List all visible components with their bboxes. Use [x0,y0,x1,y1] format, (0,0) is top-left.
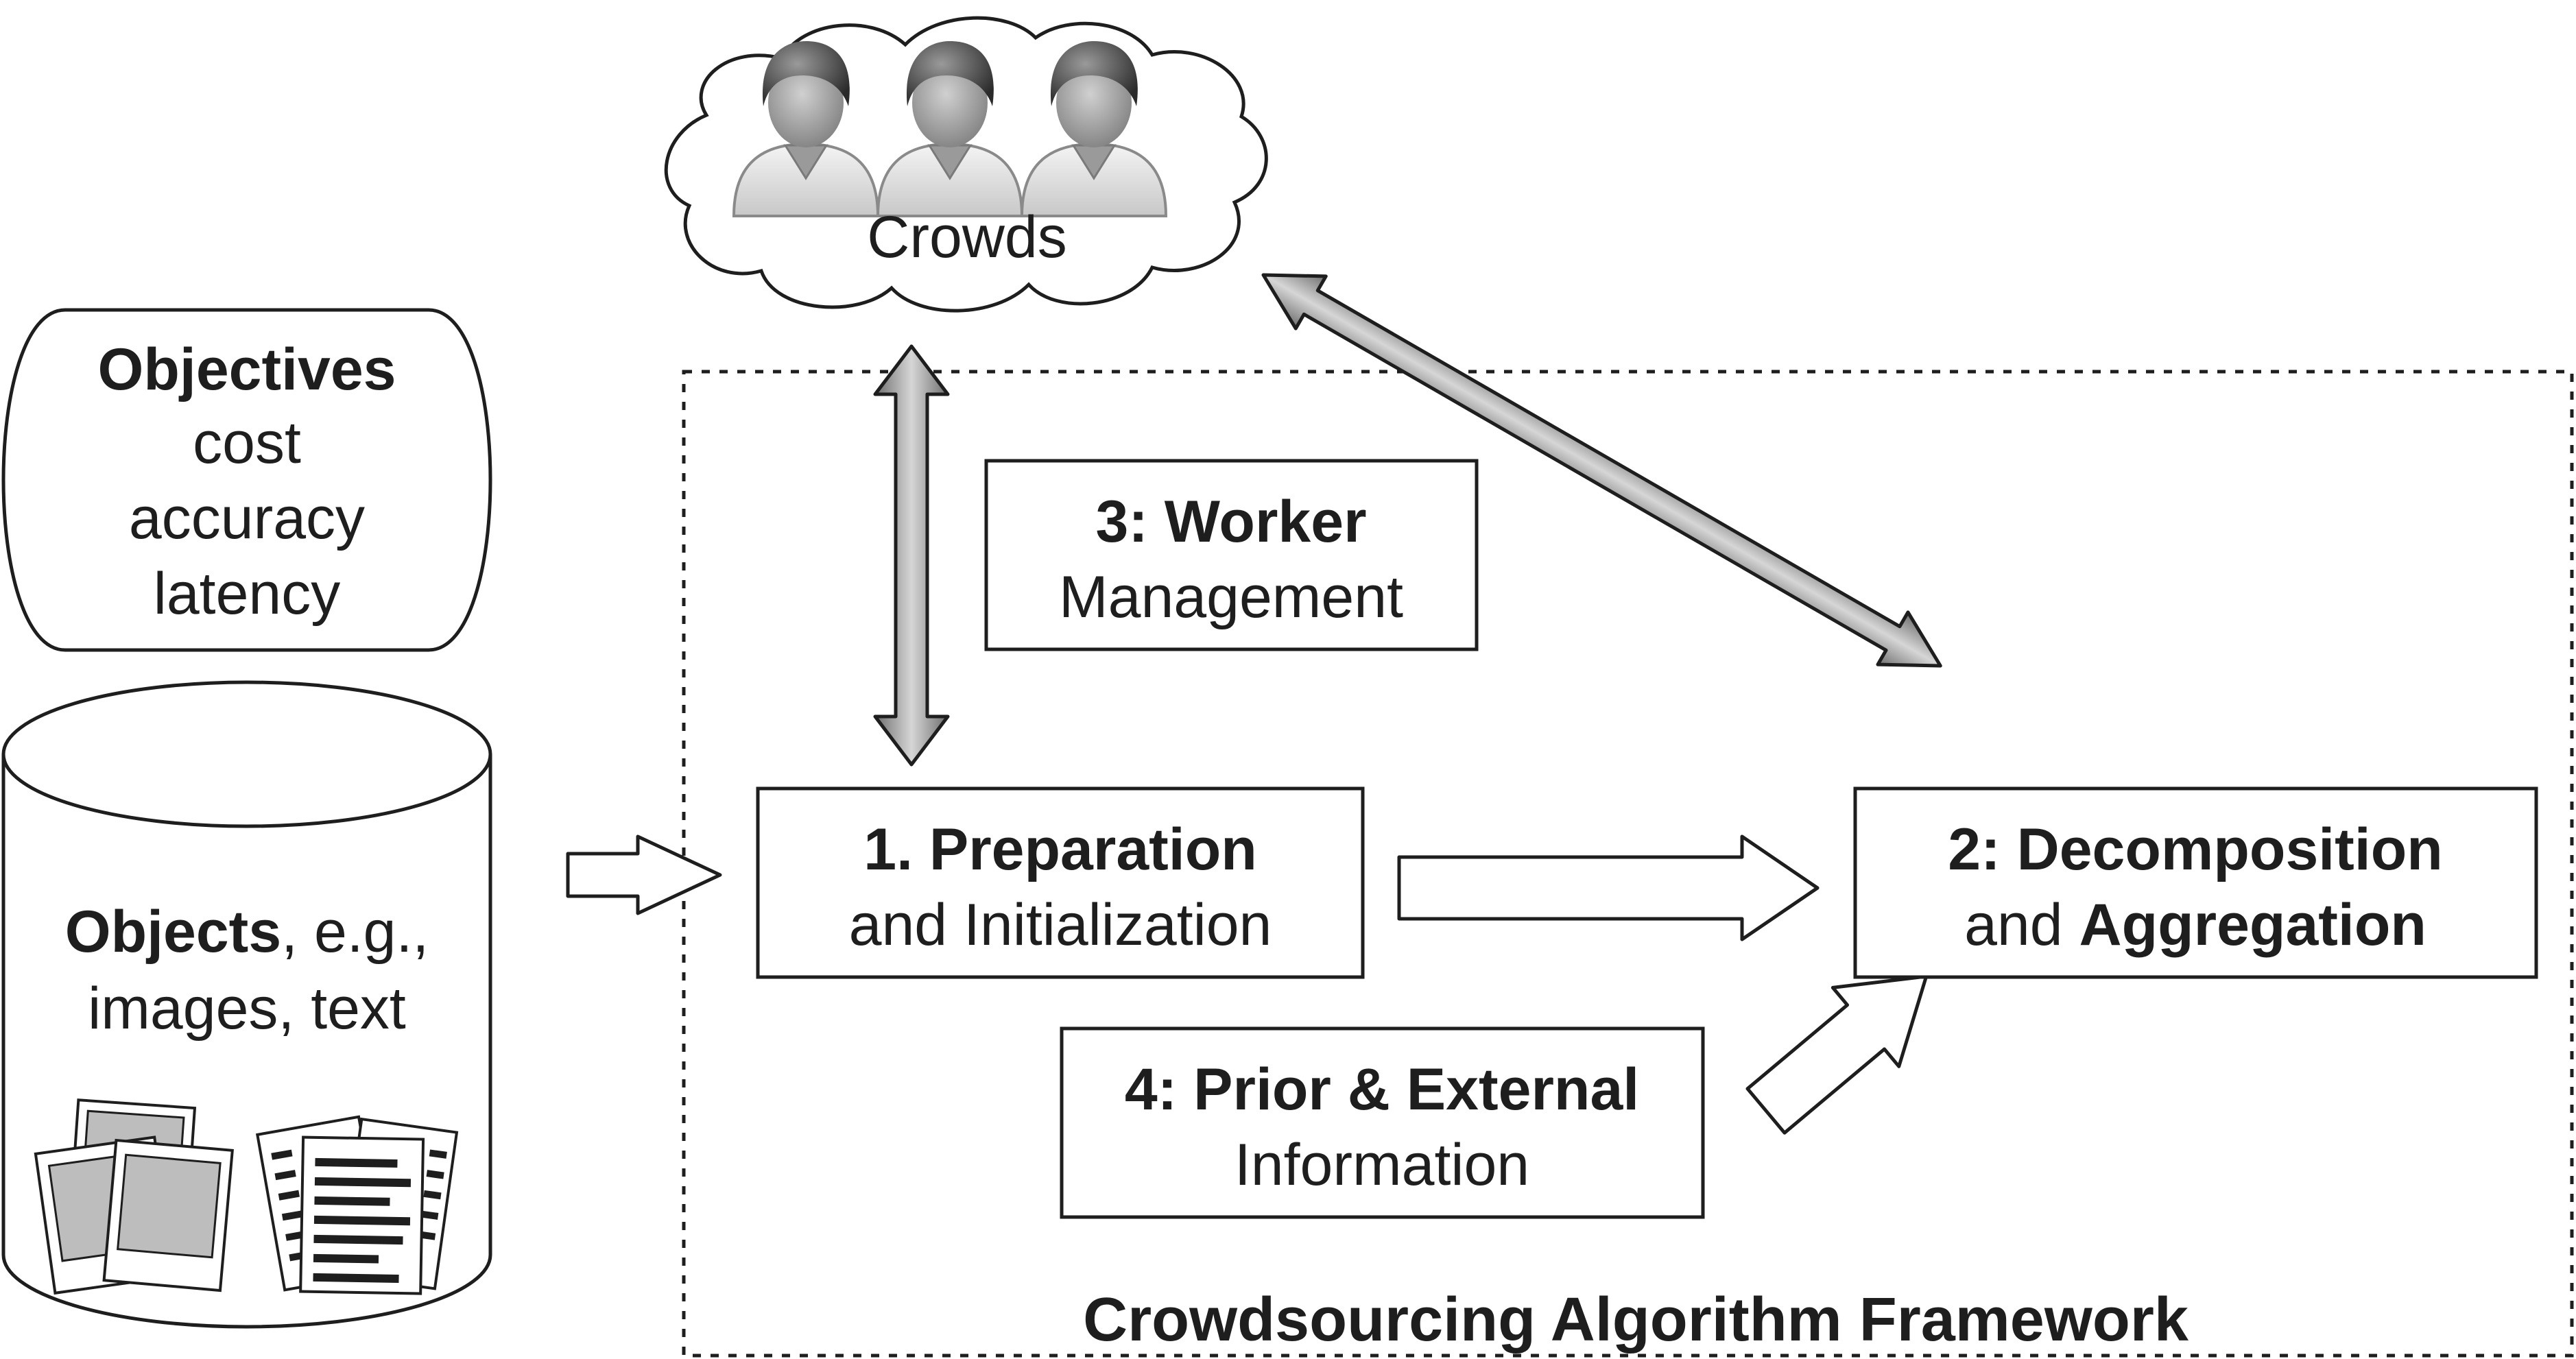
crowds-cloud: Crowds [664,16,1268,313]
objects-line1: Objects, e.g., [65,899,429,965]
objective-cost: cost [193,410,301,476]
framework-label: Crowdsourcing Algorithm Framework [1083,1286,2189,1354]
preparation-subtitle: and Initialization [849,892,1272,958]
decomposition-title: 2: Decomposition [1948,817,2443,882]
preparation-title: 1. Preparation [863,817,1257,882]
worker-management-box: 3: Worker Management [984,459,1479,651]
objects-line2: images, text [88,976,406,1042]
decomposition-subtitle: and Aggregation [1964,892,2426,958]
input-arrow [566,834,722,915]
objective-accuracy: accuracy [129,485,365,551]
prior-decomposition-arrow [1745,974,1929,1135]
framework-boundary [682,370,2574,1358]
crowds-label: Crowds [867,204,1067,270]
worker-management-subtitle: Management [1059,564,1403,630]
crowds-preparation-arrow [873,344,950,767]
document-icon [255,1115,459,1295]
decomposition-box: 2: Decomposition and Aggregation [1853,786,2538,979]
preparation-decomposition-arrow [1397,834,1820,941]
crowds-decomposition-arrow [1261,273,1942,668]
prior-information-subtitle: Information [1235,1132,1529,1198]
worker-management-title: 3: Worker [1095,489,1366,555]
prior-information-title: 4: Prior & External [1125,1057,1639,1122]
photo-icon [34,1098,234,1295]
objective-latency: latency [154,561,341,627]
objectives-box: Objectives cost accuracy latency [1,308,492,652]
preparation-box: 1. Preparation and Initialization [756,786,1365,979]
objects-cylinder: Objects, e.g., images, text [1,680,492,1329]
prior-information-box: 4: Prior & External Information [1060,1026,1705,1219]
objectives-title: Objectives [98,337,396,402]
